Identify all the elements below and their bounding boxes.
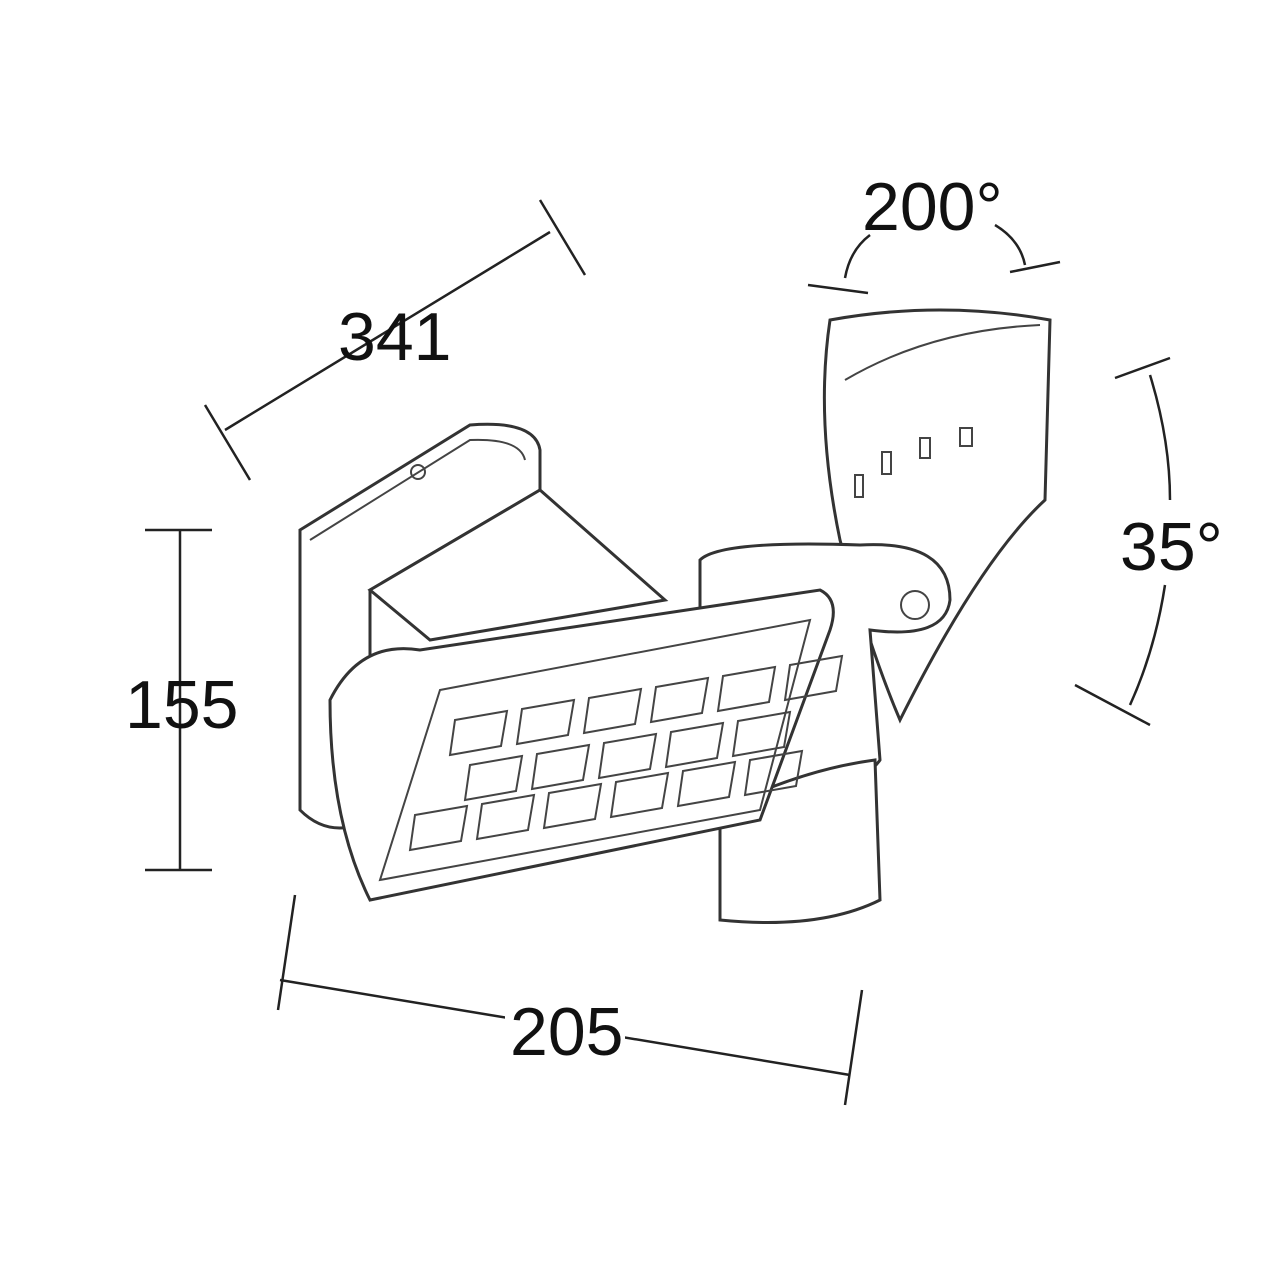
led-cell bbox=[475, 793, 536, 841]
led-cell bbox=[408, 804, 469, 852]
led-cell bbox=[542, 782, 603, 830]
led-cell bbox=[649, 676, 710, 724]
led-cell bbox=[582, 687, 643, 735]
dimension-vertical-rotation: 35° bbox=[1074, 356, 1223, 727]
sensor-slots bbox=[854, 427, 973, 498]
dimension-depth: 341 bbox=[203, 199, 587, 481]
led-cell bbox=[783, 654, 844, 702]
dimension-width: 205 bbox=[276, 894, 864, 1106]
led-cell bbox=[743, 749, 804, 797]
dimension-horizontal-rotation: 200° bbox=[807, 169, 1061, 295]
dimension-vertical-rotation-label: 35° bbox=[1120, 509, 1223, 585]
dimension-height: 155 bbox=[125, 528, 238, 872]
led-cell bbox=[463, 754, 524, 802]
led-cell bbox=[664, 721, 725, 769]
led-cell bbox=[448, 709, 509, 757]
led-cell bbox=[731, 710, 792, 758]
led-array bbox=[408, 654, 844, 852]
led-cell bbox=[515, 698, 576, 746]
dimension-width-label: 205 bbox=[510, 994, 623, 1070]
led-cell bbox=[676, 760, 737, 808]
dimension-depth-label: 341 bbox=[338, 299, 451, 375]
led-cell bbox=[716, 665, 777, 713]
dimension-height-label: 155 bbox=[125, 667, 238, 743]
led-cell bbox=[609, 771, 670, 819]
led-cell bbox=[597, 732, 658, 780]
led-cell bbox=[530, 743, 591, 791]
dimension-horizontal-rotation-label: 200° bbox=[862, 169, 1003, 245]
led-head bbox=[328, 588, 844, 902]
